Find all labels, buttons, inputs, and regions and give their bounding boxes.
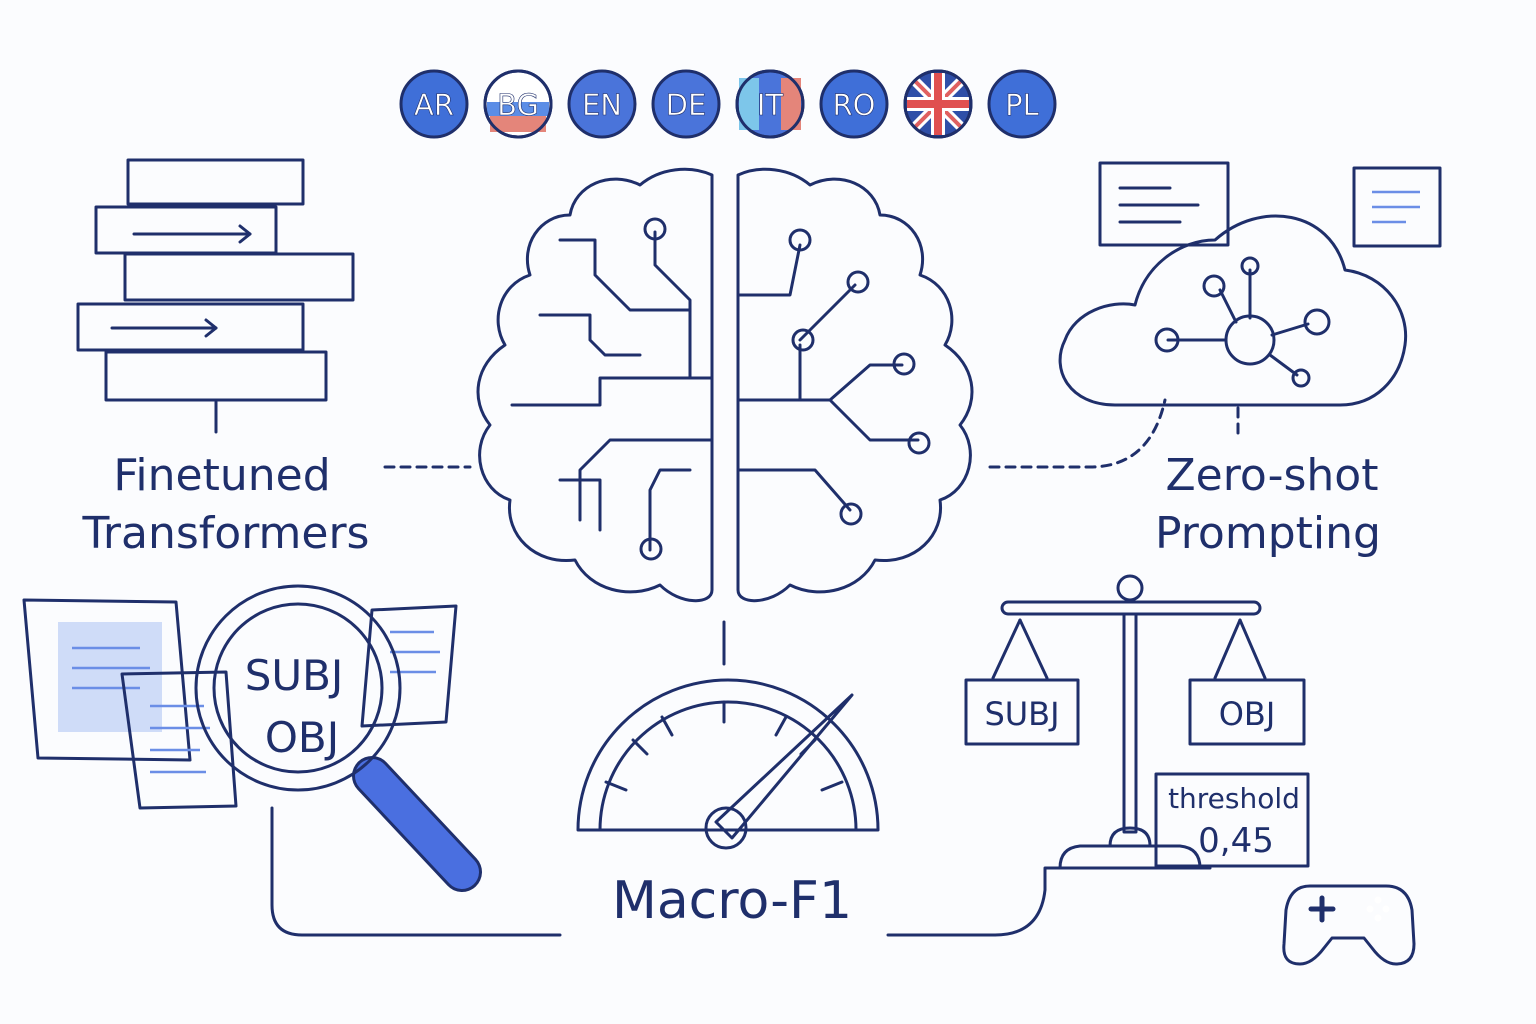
connector-right [988,398,1167,469]
language-code: EN [582,88,622,122]
balance-scale-icon [886,574,1310,937]
language-badge-pl: PL [987,69,1057,139]
language-badge-bg: BG [483,69,553,139]
gauge-icon [576,620,880,850]
language-code: IT [757,88,784,122]
language-badge-it: IT [735,69,805,139]
language-badge-ro: RO [819,69,889,139]
zeroshot-label-2: Prompting [1155,508,1381,559]
gamepad-icon [1282,884,1416,966]
language-badge-ar: AR [399,69,469,139]
language-badge-en: EN [567,69,637,139]
language-badge-de: DE [651,69,721,139]
transformer-stack-icon [76,158,355,434]
cloud-network-icon [1058,161,1442,407]
document-icon [1352,166,1442,248]
threshold-value: 0,45 [1198,821,1274,861]
lens-subj-label: SUBJ [245,651,344,700]
language-code: BG [497,88,539,122]
scale-subj-label: SUBJ [984,695,1059,733]
zeroshot-label-1: Zero-shot [1166,450,1379,501]
metric-label: Macro-F1 [612,871,852,931]
language-code: AR [414,88,454,122]
document-icon [1098,161,1230,247]
threshold-label: threshold [1168,782,1300,815]
finetuned-label-1: Finetuned [113,450,330,501]
magnifier-icon [22,584,562,937]
finetuned-label-2: Transformers [82,508,370,559]
lens-obj-label: OBJ [265,713,339,762]
brain-icon [476,167,974,603]
language-code: PL [1005,88,1039,122]
language-code: DE [666,88,707,122]
language-code: RO [833,88,876,122]
scale-obj-label: OBJ [1219,695,1276,733]
language-badge-uk-flag [903,69,973,139]
